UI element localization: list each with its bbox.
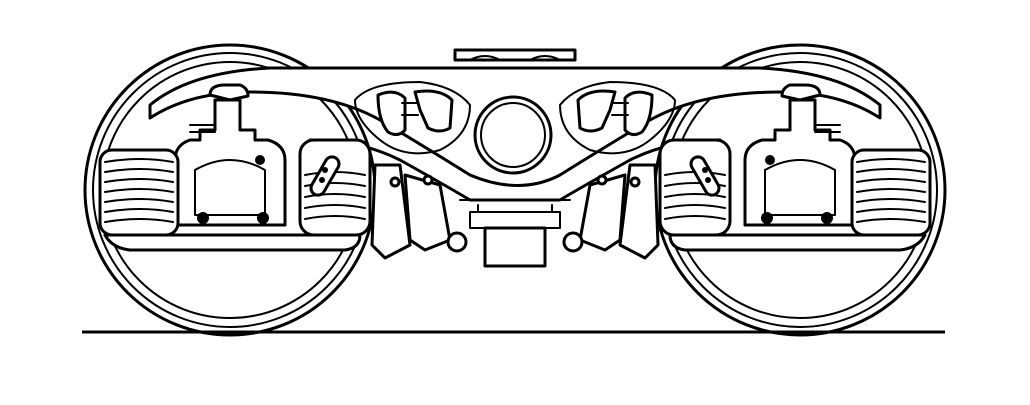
- right-outer-spring: [850, 148, 932, 237]
- side-frame: [148, 48, 882, 202]
- left-axle-box: [173, 83, 287, 227]
- right-axle-box: [743, 83, 857, 227]
- right-inner-spring: [658, 138, 732, 237]
- left-window-detail: [376, 89, 454, 137]
- left-spring-plank: [103, 233, 362, 252]
- central-brake-linkage: [370, 163, 660, 268]
- left-inner-spring: [298, 138, 372, 237]
- left-outer-spring: [98, 148, 180, 237]
- right-window-detail: [576, 89, 654, 137]
- right-spring-plank: [668, 233, 927, 252]
